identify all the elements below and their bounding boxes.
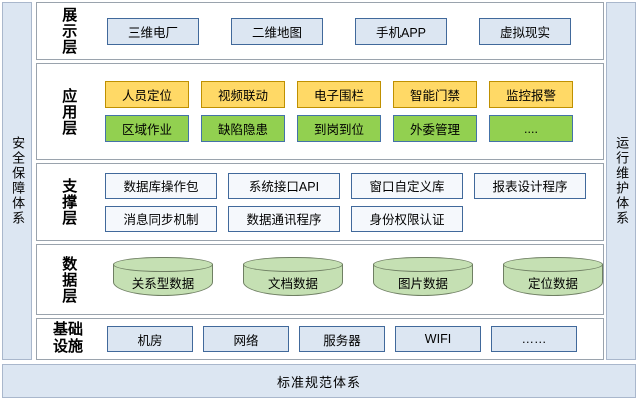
row-support-1: 数据库操作包 系统接口API 窗口自定义库 报表设计程序 [99, 172, 597, 199]
cylinder-label-relational-data: 关系型数据 [131, 277, 195, 291]
node-message-sync-mechanism[interactable]: 消息同步机制 [105, 205, 217, 232]
node-personnel-positioning[interactable]: 人员定位 [105, 81, 189, 108]
layer-support: 支撑层 数据库操作包 系统接口API 窗口自定义库 报表设计程序 消息同步机制 … [36, 163, 604, 241]
cylinder-top-icon [113, 256, 213, 272]
node-defect-hazard[interactable]: 缺陷隐患 [201, 115, 285, 142]
node-video-linkage[interactable]: 视频联动 [201, 81, 285, 108]
footer-standards-system: 标准规范体系 [2, 364, 636, 398]
node-network[interactable]: 网络 [203, 326, 289, 352]
cylinder-relational-data[interactable]: 关系型数据 [113, 256, 213, 303]
node-identity-authorization[interactable]: 身份权限认证 [351, 205, 463, 232]
node-system-interface-api[interactable]: 系统接口API [228, 172, 340, 199]
cylinder-positioning-data[interactable]: 定位数据 [503, 256, 603, 303]
row-application-2: 区域作业 缺陷隐患 到岗到位 外委管理 .... [99, 115, 597, 142]
cylinder-document-data[interactable]: 文档数据 [243, 256, 343, 303]
node-window-custom-library[interactable]: 窗口自定义库 [351, 172, 463, 199]
layer-data: 数据层 关系型数据 文档数据 [36, 244, 604, 315]
cylinder-label-document-data: 文档数据 [267, 277, 318, 291]
node-monitoring-alarm[interactable]: 监控报警 [489, 81, 573, 108]
row-application-1: 人员定位 视频联动 电子围栏 智能门禁 监控报警 [99, 81, 597, 108]
node-machine-room[interactable]: 机房 [107, 326, 193, 352]
layer-body-support: 数据库操作包 系统接口API 窗口自定义库 报表设计程序 消息同步机制 数据通讯… [99, 164, 603, 240]
node-data-communication-program[interactable]: 数据通讯程序 [228, 205, 340, 232]
layer-infrastructure: 基础 设施 机房 网络 服务器 WIFI …… [36, 318, 604, 360]
left-pillar-label: 安全保障体系 [10, 136, 26, 226]
right-pillar-label: 运行维护体系 [614, 136, 630, 226]
footer-label: 标准规范体系 [276, 374, 361, 390]
row-support-2: 消息同步机制 数据通讯程序 身份权限认证 [99, 205, 597, 232]
node-smart-access-control[interactable]: 智能门禁 [393, 81, 477, 108]
row-infrastructure-1: 机房 网络 服务器 WIFI …… [99, 326, 597, 352]
row-data-1: 关系型数据 文档数据 图片数据 定位数据 [99, 256, 603, 303]
node-server[interactable]: 服务器 [299, 326, 385, 352]
layer-title-infrastructure-lines: 基础 设施 [51, 321, 85, 356]
layer-body-presentation: 三维电厂 二维地图 手机APP 虚拟现实 [99, 3, 603, 59]
layer-title-infrastructure: 基础 设施 [37, 319, 99, 359]
left-pillar-security-system: 安全保障体系 [2, 2, 32, 360]
cylinder-top-icon [243, 256, 343, 272]
layer-stack: 展示层 三维电厂 二维地图 手机APP 虚拟现实 应用层 人员定位 视频联动 [36, 2, 604, 360]
node-2d-map[interactable]: 二维地图 [231, 17, 323, 45]
cylinder-label-positioning-data: 定位数据 [527, 277, 578, 291]
right-pillar-operations-system: 运行维护体系 [606, 2, 636, 360]
node-outsourcing-management[interactable]: 外委管理 [393, 115, 477, 142]
layer-body-infrastructure: 机房 网络 服务器 WIFI …… [99, 319, 603, 359]
node-wifi[interactable]: WIFI [395, 326, 481, 352]
layer-title-support: 支撑层 [60, 178, 78, 226]
layer-body-data: 关系型数据 文档数据 图片数据 定位数据 [99, 245, 609, 314]
node-3d-power-plant[interactable]: 三维电厂 [107, 17, 199, 45]
layer-title-data: 数据层 [60, 255, 78, 304]
layer-title-presentation: 展示层 [60, 7, 78, 55]
cylinder-image-data[interactable]: 图片数据 [373, 256, 473, 303]
layer-title-infrastructure-line-1: 基础 [52, 321, 83, 339]
node-area-operations[interactable]: 区域作业 [105, 115, 189, 142]
row-presentation-1: 三维电厂 二维地图 手机APP 虚拟现实 [99, 17, 597, 45]
layer-application: 应用层 人员定位 视频联动 电子围栏 智能门禁 监控报警 区域作业 缺陷隐患 到… [36, 63, 604, 160]
cylinder-top-icon [373, 256, 473, 272]
node-report-design-program[interactable]: 报表设计程序 [474, 172, 586, 199]
node-virtual-reality[interactable]: 虚拟现实 [479, 17, 571, 45]
node-electronic-fence[interactable]: 电子围栏 [297, 81, 381, 108]
layer-title-application: 应用层 [60, 87, 78, 136]
layer-title-infrastructure-line-2: 设施 [52, 338, 83, 355]
node-infrastructure-more[interactable]: …… [491, 326, 577, 352]
cylinder-label-image-data: 图片数据 [397, 277, 448, 291]
node-database-operation-package[interactable]: 数据库操作包 [105, 172, 217, 199]
node-mobile-app[interactable]: 手机APP [355, 17, 447, 45]
node-on-duty-in-place[interactable]: 到岗到位 [297, 115, 381, 142]
node-application-more[interactable]: .... [489, 115, 573, 142]
layer-presentation: 展示层 三维电厂 二维地图 手机APP 虚拟现实 [36, 2, 604, 60]
layer-body-application: 人员定位 视频联动 电子围栏 智能门禁 监控报警 区域作业 缺陷隐患 到岗到位 … [99, 64, 603, 159]
cylinder-top-icon [503, 256, 603, 272]
